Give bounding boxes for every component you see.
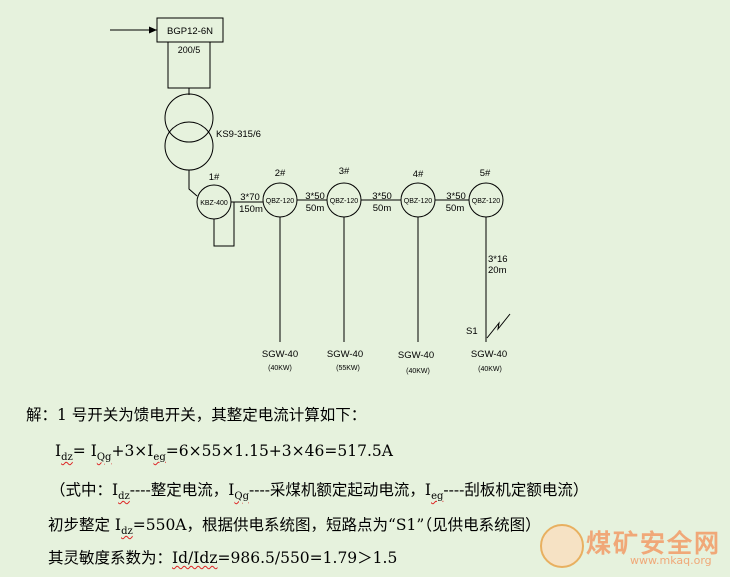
setting-b: =550A，根据供电系统图，短路点为“S1”（见供电系统图） [132, 516, 541, 534]
switch-2-model: QBZ-120 [266, 198, 295, 205]
short-circuit-marker [486, 313, 511, 339]
legend-b: ----整定电流，I [129, 481, 235, 499]
load-4-name: SGW-40 [471, 349, 507, 360]
solution-line-1: 解：1 号开关为馈电开关，其整定电流计算如下： [0, 403, 730, 425]
load-3-power: (40KW) [406, 368, 430, 375]
power-supply-diagram: BGP12-6N 200/5 KS9-315/6 1# KBZ-400 3*70… [110, 17, 511, 375]
sensitivity-c: =986.5/550=1.79＞1.5 [217, 549, 398, 567]
formula-mid: +3×I [111, 442, 154, 460]
breaker-name: BGP12-6N [167, 26, 213, 37]
cable-3-spec: 3*50 [372, 191, 392, 202]
cable-4-spec: 3*50 [446, 191, 466, 202]
solution-formula: Idz= IQg+3×Ieg=6×55×1.15+3×46=517.5A [0, 442, 730, 463]
switch-1-number: 1# [209, 172, 220, 183]
sensitivity-a: 其灵敏度系数为： [48, 549, 173, 567]
short-point-label: S1 [466, 326, 478, 337]
switch-5-number: 5# [480, 168, 491, 179]
legend-sub-eg: eg [431, 491, 444, 502]
load-3-name: SGW-40 [398, 350, 434, 361]
breaker-rating: 200/5 [178, 45, 201, 55]
legend-sub-dz: dz [118, 491, 130, 502]
switch-1-loop [213, 202, 235, 247]
cable-3-length: 50m [373, 203, 392, 214]
cable-1-length: 150m [239, 204, 263, 215]
switch-4-number: 4# [413, 169, 424, 180]
formula-i: I [55, 442, 62, 460]
load-2-power: (55KW) [336, 365, 360, 372]
load-4-power: (40KW) [478, 366, 502, 373]
sensitivity-ratio: Id/Idz [172, 549, 218, 567]
solution-setting: 初步整定 Idz=550A，根据供电系统图，短路点为“S1”（见供电系统图） [0, 513, 730, 537]
cable-4-length: 50m [446, 203, 465, 214]
watermark-title: 煤矿安全网 [586, 529, 722, 558]
watermark-url: www.mkaq.org [630, 554, 712, 567]
legend-a: （式中：I [50, 481, 119, 499]
switch-5-model: QBZ-120 [472, 198, 501, 205]
watermark-logo-icon [540, 524, 584, 568]
transformer-name: KS9-315/6 [216, 129, 261, 140]
switch-3-number: 3# [339, 166, 350, 177]
branch-cable-spec: 3*16 [488, 254, 508, 265]
switch-3-model: QBZ-120 [330, 198, 359, 205]
solution-legend: （式中：Idz----整定电流，IQg----采煤机额定起动电流，Ieg----… [0, 478, 730, 502]
cable-2-spec: 3*50 [305, 191, 325, 202]
formula-sub-qg: Qg [96, 452, 112, 463]
transformer-to-switch1 [188, 170, 198, 197]
solution-sensitivity: 其灵敏度系数为：Id/Idz=986.5/550=1.79＞1.5 [0, 546, 730, 568]
legend-sub-qg: Qg [234, 491, 249, 502]
cable-1-spec: 3*70 [240, 192, 260, 203]
formula-sub-eg: eg [153, 452, 166, 463]
setting-a: 初步整定 I [48, 516, 122, 534]
incoming-arrow [149, 26, 157, 34]
switch-4-model: QBZ-120 [404, 198, 433, 205]
branch-cable-length: 20m [488, 265, 507, 276]
setting-sub-dz: dz [121, 526, 133, 537]
cable-2-length: 50m [306, 203, 325, 214]
formula-eq1: = I [72, 442, 97, 460]
load-1-power: (40KW) [268, 365, 292, 372]
watermark: 煤矿安全网 www.mkaq.org [540, 522, 725, 572]
transformer-lower-winding [164, 121, 214, 171]
legend-d: ----刮板机定额电流） [443, 481, 589, 499]
load-1-name: SGW-40 [262, 349, 298, 360]
switch-2-number: 2# [275, 168, 286, 179]
switch-1-model: KBZ-400 [200, 200, 228, 207]
solution-intro: 解：1 号开关为馈电开关，其整定电流计算如下： [26, 406, 367, 424]
load-2-name: SGW-40 [327, 349, 363, 360]
transformer-upper-winding [164, 93, 214, 143]
formula-rest: =6×55×1.15+3×46=517.5A [165, 442, 393, 460]
formula-sub-dz: dz [61, 452, 73, 463]
legend-c: ----采煤机额定起动电流，I [248, 481, 432, 499]
